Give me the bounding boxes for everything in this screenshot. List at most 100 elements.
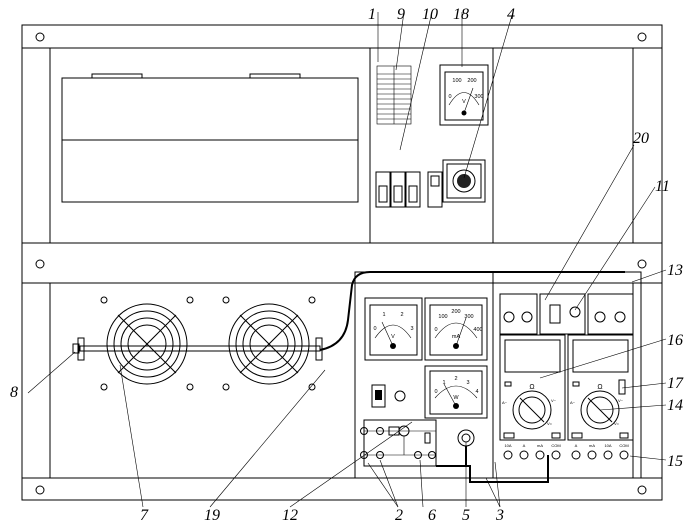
svg-text:0: 0	[373, 326, 376, 332]
callout-18: 18	[453, 6, 469, 23]
load-wattmeter: 1 2 3 0 4 W	[424, 365, 488, 419]
outer-frame	[21, 24, 663, 501]
svg-text:COM: COM	[619, 443, 628, 448]
terminal[interactable]	[503, 450, 513, 460]
svg-text:0: 0	[434, 389, 437, 395]
svg-text:200: 200	[451, 309, 460, 315]
callout-6: 6	[428, 507, 436, 524]
mount-hole	[637, 485, 647, 495]
callout-16: 16	[667, 332, 683, 349]
svg-text:200: 200	[467, 78, 476, 84]
svg-text:10A: 10A	[604, 443, 611, 448]
multimeter-left-dial[interactable]	[512, 390, 552, 430]
mount-hole	[637, 259, 647, 269]
svg-text:Ω: Ω	[597, 384, 602, 391]
callout-12: 12	[282, 507, 298, 524]
callout-17: 17	[667, 375, 684, 392]
svg-text:A: A	[523, 443, 526, 448]
terminal[interactable]	[519, 450, 529, 460]
callout-10: 10	[422, 6, 438, 23]
terminal[interactable]	[551, 450, 561, 460]
svg-text:V=: V=	[614, 421, 620, 426]
svg-text:mA: mA	[589, 443, 595, 448]
power-voltmeter: 100 200 0 300 V	[439, 64, 489, 126]
callout-2: 2	[395, 507, 403, 524]
callout-11: 11	[655, 178, 670, 195]
terminal[interactable]	[535, 450, 545, 460]
multimeter-mains-switch[interactable]	[549, 304, 561, 324]
load-voltmeter: 1 2 0 3 V	[364, 297, 423, 361]
terminal[interactable]	[571, 450, 581, 460]
callout-5: 5	[462, 507, 470, 524]
svg-text:300: 300	[464, 314, 473, 320]
cable-photo	[319, 271, 625, 351]
svg-text:V: V	[391, 334, 395, 340]
mount-hole	[637, 32, 647, 42]
mount-hole	[35, 32, 45, 42]
load-ammeter: 100 200 300 0 400 mA	[424, 297, 488, 361]
svg-text:4: 4	[475, 389, 478, 395]
voltage-adjust-knob[interactable]	[442, 159, 486, 203]
svg-text:2: 2	[454, 376, 457, 382]
load-fuse[interactable]	[394, 390, 406, 402]
fuse-row	[499, 293, 634, 335]
multimeter-left-terminals: 10A A mA COM	[503, 443, 561, 460]
svg-text:A~: A~	[570, 400, 576, 405]
svg-text:V=: V=	[547, 421, 553, 426]
svg-text:V: V	[462, 99, 466, 105]
svg-text:mA: mA	[537, 443, 543, 448]
lower-window	[61, 139, 359, 203]
svg-text:300: 300	[474, 94, 483, 100]
callout-19: 19	[204, 507, 220, 524]
load-mains-switch[interactable]	[371, 384, 386, 408]
power-block	[369, 47, 494, 244]
svg-text:V~: V~	[618, 398, 624, 403]
svg-text:COM: COM	[551, 443, 560, 448]
callout-3: 3	[495, 507, 504, 524]
callout-4: 4	[507, 6, 515, 23]
multimeter-left: Ω V~ A~ V=	[499, 334, 566, 441]
bottom-rail	[21, 477, 663, 501]
callout-8: 8	[10, 384, 18, 401]
callout-13: 13	[667, 262, 683, 279]
terminal[interactable]	[587, 450, 597, 460]
multimeter-right-dial[interactable]	[580, 390, 620, 430]
load-circuit	[360, 419, 437, 467]
cable-multimeter	[436, 455, 549, 483]
range-switch-2[interactable]	[390, 171, 406, 208]
leader-lines	[27, 11, 667, 508]
svg-text:100: 100	[452, 78, 461, 84]
shaft	[79, 345, 321, 352]
svg-text:mA: mA	[452, 334, 461, 340]
range-switch-3[interactable]	[405, 171, 421, 208]
terminal[interactable]	[619, 450, 629, 460]
svg-text:V~: V~	[551, 398, 557, 403]
multimeter-right-terminals: A mA 10A COM	[571, 443, 629, 460]
upper-window	[61, 77, 359, 141]
top-rail	[21, 24, 663, 49]
svg-text:3: 3	[466, 380, 469, 386]
terminal[interactable]	[603, 450, 613, 460]
mount-hole	[35, 259, 45, 269]
svg-text:2: 2	[400, 312, 403, 318]
svg-text:100: 100	[438, 314, 447, 320]
mains-switch[interactable]	[427, 171, 443, 208]
multimeter-right-switch[interactable]	[618, 379, 626, 395]
svg-text:0: 0	[434, 327, 437, 333]
callout-7: 7	[140, 507, 149, 524]
callout-14: 14	[667, 397, 683, 414]
range-switch-1[interactable]	[375, 171, 391, 208]
svg-text:400: 400	[473, 327, 482, 333]
fan-right	[222, 296, 316, 391]
upper-left-block	[49, 47, 371, 244]
svg-text:W: W	[453, 395, 459, 401]
callout-numbers: 1 9 10 18 4 20 11 13 16 17 14 15 8 7 19 …	[10, 6, 684, 524]
svg-text:Ω: Ω	[529, 384, 534, 391]
mount-hole	[35, 485, 45, 495]
svg-text:A~: A~	[502, 400, 508, 405]
svg-text:3: 3	[410, 326, 413, 332]
shaft-end-left	[77, 337, 85, 361]
svg-text:1: 1	[382, 312, 385, 318]
